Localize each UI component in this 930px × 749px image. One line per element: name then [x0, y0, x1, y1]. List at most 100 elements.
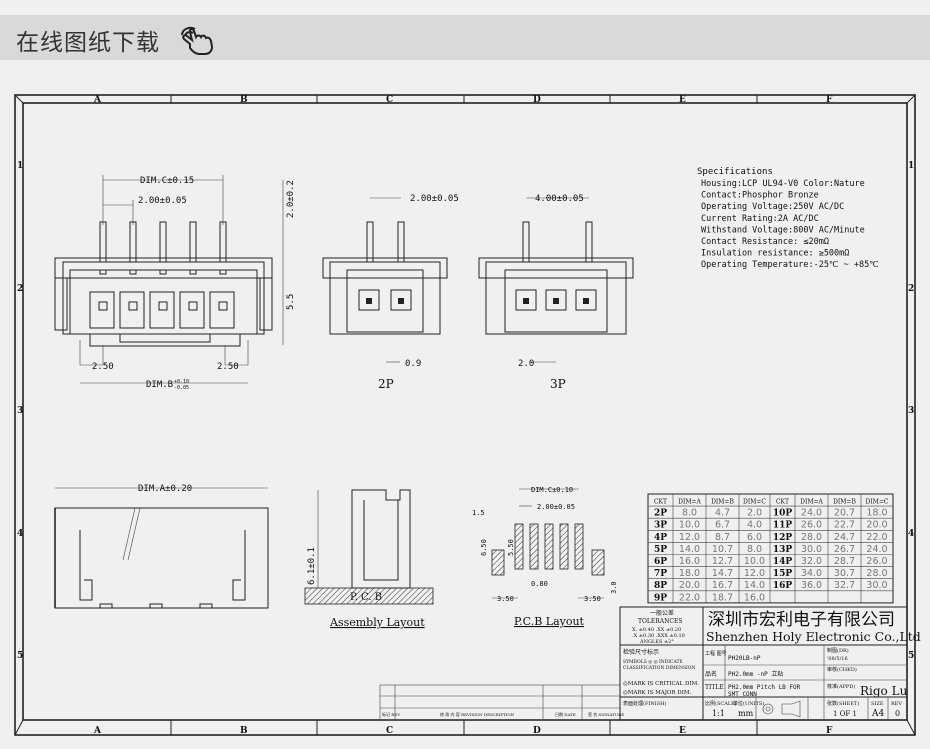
table-cell: 32.7 [834, 580, 855, 591]
pcb-layout-label: P.C.B Layout [514, 615, 585, 628]
table-cell: 3P [654, 521, 667, 531]
table-cell: 20.0 [679, 580, 700, 591]
svg-text:6.1±0.1: 6.1±0.1 [307, 547, 317, 585]
dim-edge-left: 2.50 [92, 362, 114, 372]
side-view: DIM.A±0.20 [54, 484, 269, 609]
svg-text:4.00±0.05: 4.00±0.05 [535, 194, 584, 204]
pointing-hand-icon[interactable] [178, 23, 220, 55]
svg-text:5.50: 5.50 [507, 539, 515, 556]
svg-text:修 改 内 容 REVISION DESCRIPTION: 修 改 内 容 REVISION DESCRIPTION [440, 711, 515, 717]
spec-line: Insulation resistance: ≥500mΩ [701, 249, 849, 259]
table-header: DIM=B [711, 499, 734, 506]
view-label-3p: 3P [550, 377, 566, 391]
table-cell: 24.7 [834, 532, 855, 543]
table-cell: 8.0 [747, 544, 762, 555]
svg-text:mm: mm [738, 709, 754, 718]
spec-line: Contact Resistance: ≤20mΩ [701, 237, 829, 247]
table-cell: 8.0 [682, 508, 697, 519]
company-name-cn: 深圳市宏利电子有限公司 [708, 610, 895, 630]
table-cell: 6.0 [747, 532, 762, 543]
svg-text:比例(SCALE): 比例(SCALE) [705, 700, 737, 707]
svg-text:核准(APPD): 核准(APPD) [827, 683, 855, 690]
view-2p: 2.00±0.05 0.9 2P [322, 194, 459, 391]
table-cell: 26.7 [834, 544, 855, 555]
table-cell: 8.7 [715, 532, 730, 543]
dim-b: DIM.B [146, 380, 173, 390]
svg-text:2.0: 2.0 [518, 359, 534, 369]
table-cell: 4.0 [747, 520, 762, 531]
table-cell: 16P [773, 581, 793, 591]
assembly-layout-label: Assembly Layout [329, 616, 425, 629]
svg-text:一般公差: 一般公差 [650, 609, 674, 617]
table-cell: 6.7 [715, 520, 730, 531]
table-cell: 30.0 [801, 544, 822, 555]
table-cell: 14.0 [744, 580, 765, 591]
svg-text:检验尺寸标示: 检验尺寸标示 [623, 648, 659, 656]
table-cell: 16.7 [712, 580, 733, 591]
table-cell: 18.7 [712, 592, 733, 603]
table-cell: 34.0 [801, 568, 822, 579]
table-header: DIM=B [833, 499, 856, 506]
column-marker: E [679, 726, 686, 736]
table-cell: 30.0 [866, 580, 887, 591]
svg-text:工程 图号: 工程 图号 [705, 650, 727, 657]
column-marker: D [533, 726, 541, 736]
table-cell: 22.7 [834, 520, 855, 531]
table-cell: 24.0 [866, 544, 887, 555]
table-cell: 18.0 [866, 508, 887, 519]
svg-text:TITLE: TITLE [705, 684, 724, 691]
table-cell: 5P [654, 545, 667, 555]
svg-text:ANGLES ±2°: ANGLES ±2° [639, 639, 674, 645]
row-marker: 1 [17, 161, 23, 171]
svg-text:REV: REV [891, 701, 902, 707]
table-cell: 32.0 [801, 556, 822, 567]
column-marker: F [826, 726, 833, 736]
svg-text:日期 DATE: 日期 DATE [555, 711, 576, 717]
svg-text:X. ±0.40 .XX ±0.20: X. ±0.40 .XX ±0.20 [632, 627, 681, 633]
svg-text:P. C. B: P. C. B [350, 592, 382, 603]
front-view: 2.50 2.50 DIM.B +0.10 -0.05 DIM.C±0.15 2… [54, 175, 296, 391]
page-title: 在线图纸下载 [16, 30, 160, 56]
table-cell: 11P [773, 521, 793, 531]
svg-text:Specifications: Specifications [697, 167, 773, 177]
row-marker: 5 [908, 651, 914, 661]
svg-text:1:1: 1:1 [712, 709, 725, 718]
page-header: 在线图纸下载 [0, 15, 930, 60]
table-cell: 30.7 [834, 568, 855, 579]
svg-text:PH2.0mm -nP 立贴: PH2.0mm -nP 立贴 [728, 670, 783, 678]
table-cell: 28.7 [834, 556, 855, 567]
row-marker: 3 [17, 406, 23, 416]
table-cell: 14.7 [712, 568, 733, 579]
row-marker: 3 [908, 406, 914, 416]
column-marker: C [386, 726, 393, 736]
svg-text:◎MARK IS MAJOR DIM.: ◎MARK IS MAJOR DIM. [623, 690, 692, 696]
table-cell: 28.0 [866, 568, 887, 579]
svg-text:.X ±0.30 .XXX ±0.10: .X ±0.30 .XXX ±0.10 [632, 633, 685, 639]
svg-text:签 名 SIGNATURE: 签 名 SIGNATURE [588, 711, 624, 717]
assembly-layout: 6.1±0.1 P. C. B Assembly Layout [304, 489, 434, 629]
svg-text:张数(SHEET): 张数(SHEET) [827, 700, 859, 707]
svg-text:1.5: 1.5 [472, 509, 485, 517]
column-marker: E [679, 95, 686, 105]
svg-text:SMT CONN: SMT CONN [728, 691, 757, 698]
svg-text:-0.05: -0.05 [174, 385, 189, 391]
view-label-2p: 2P [378, 377, 394, 391]
column-marker: A [93, 726, 102, 736]
svg-text:A4: A4 [871, 709, 884, 719]
table-cell: 22.0 [866, 532, 887, 543]
svg-text:+0.10: +0.10 [174, 379, 189, 385]
svg-text:◎MARK IS CRITICAL DIM.: ◎MARK IS CRITICAL DIM. [623, 681, 699, 687]
svg-text:2.00±0.05: 2.00±0.05 [410, 194, 459, 204]
table-cell: 26.0 [801, 520, 822, 531]
dim-a: DIM.A±0.20 [138, 484, 192, 494]
table-cell: 10P [773, 509, 793, 519]
specifications: Specifications Housing:LCP UL94-V0 Color… [697, 167, 879, 270]
svg-text:0.80: 0.80 [531, 580, 548, 588]
column-marker: B [240, 726, 248, 736]
table-cell: 10.0 [679, 520, 700, 531]
table-cell: 12P [773, 533, 793, 543]
title-block: 一般公差 TOLERANCES X. ±0.40 .XX ±0.20 .X ±0… [619, 606, 921, 721]
table-cell: 16.0 [744, 592, 765, 603]
